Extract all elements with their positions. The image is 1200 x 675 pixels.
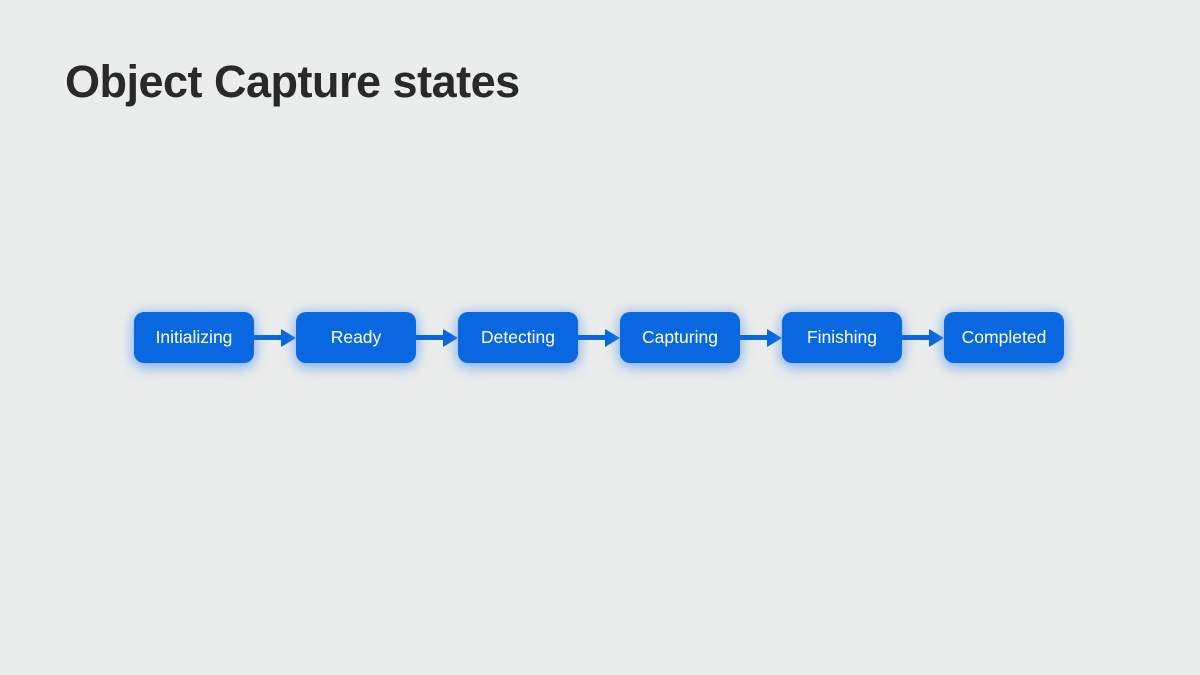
state-node-finishing: Finishing bbox=[782, 312, 902, 363]
state-node-detecting: Detecting bbox=[458, 312, 578, 363]
arrow-shaft bbox=[578, 335, 605, 340]
arrow-right-icon bbox=[740, 312, 782, 363]
arrow-right-icon bbox=[254, 312, 296, 363]
arrow-right-icon bbox=[578, 312, 620, 363]
page-title: Object Capture states bbox=[65, 56, 520, 108]
state-node-initializing: Initializing bbox=[134, 312, 254, 363]
arrow-head bbox=[605, 328, 620, 347]
state-node-ready: Ready bbox=[296, 312, 416, 363]
arrow-right-icon bbox=[902, 312, 944, 363]
arrow-head bbox=[929, 328, 944, 347]
arrow-shaft bbox=[254, 335, 281, 340]
arrow-head bbox=[443, 328, 458, 347]
arrow-shaft bbox=[416, 335, 443, 340]
arrow-head bbox=[767, 328, 782, 347]
arrow-shaft bbox=[740, 335, 767, 340]
state-node-completed: Completed bbox=[944, 312, 1064, 363]
arrow-shaft bbox=[902, 335, 929, 340]
state-flow-diagram: Initializing Ready Detecting Capturing F… bbox=[134, 312, 1064, 363]
arrow-right-icon bbox=[416, 312, 458, 363]
arrow-head bbox=[281, 328, 296, 347]
state-node-capturing: Capturing bbox=[620, 312, 740, 363]
